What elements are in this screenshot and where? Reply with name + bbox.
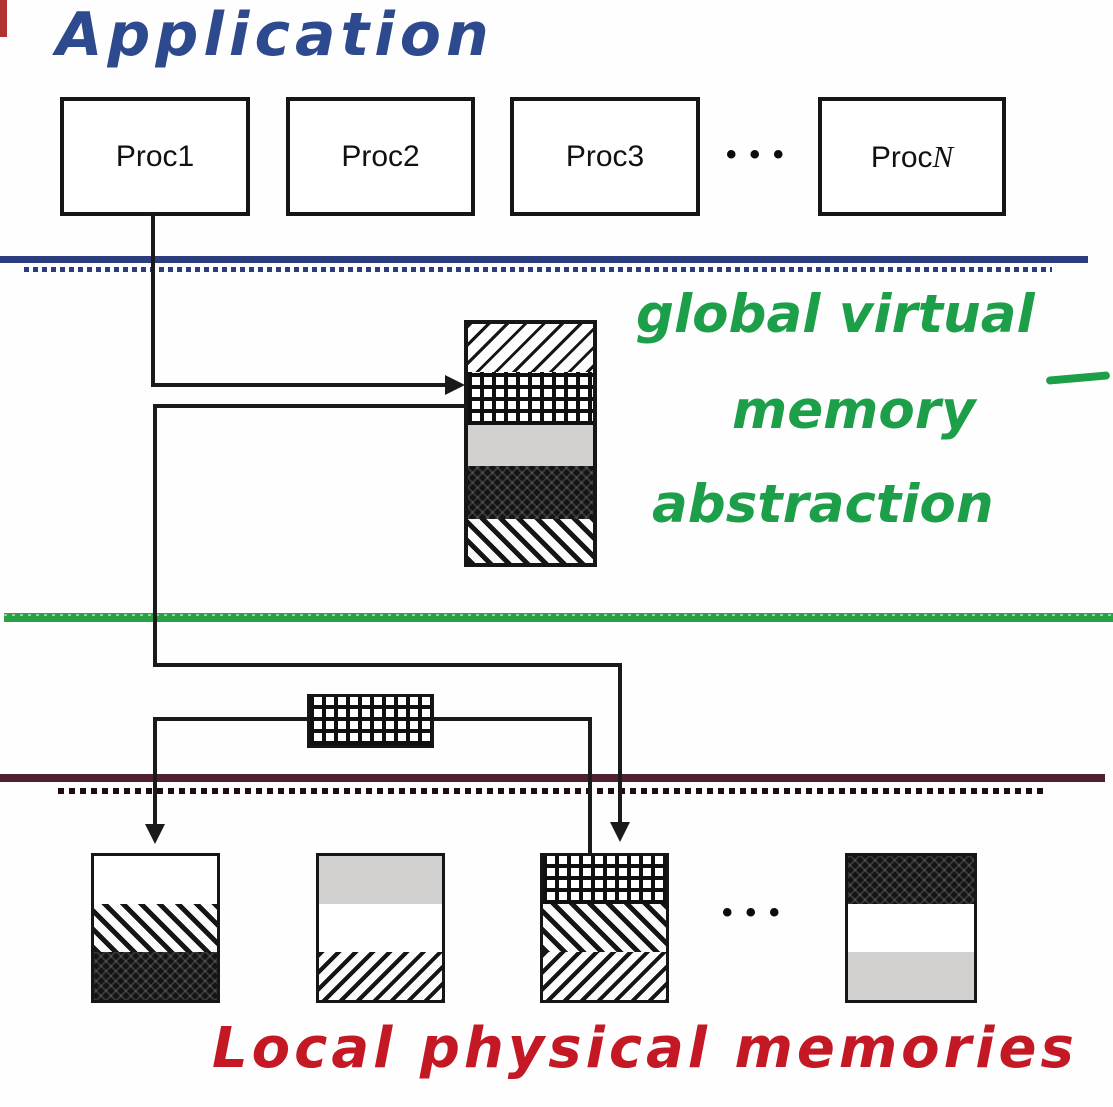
page-box-checker bbox=[307, 694, 434, 748]
global-virtual-label-line3: abstraction bbox=[652, 474, 994, 535]
proc3-box: Proc3 bbox=[510, 97, 700, 216]
global-virtual-label-line1: global virtual bbox=[636, 284, 1035, 345]
arrowhead-into-lm1 bbox=[145, 824, 165, 844]
lm2-segment-white bbox=[319, 904, 442, 952]
connector-proc1-to-gvm bbox=[151, 383, 447, 387]
proc3-label: Proc3 bbox=[565, 139, 645, 173]
lm3-segment-diagonal-back bbox=[543, 904, 666, 952]
gvm-segment-gray bbox=[468, 425, 593, 466]
physical-memory-boundary-line bbox=[0, 774, 1105, 782]
gvm-segment-checker bbox=[468, 372, 593, 425]
procN-box: ProcN bbox=[818, 97, 1006, 216]
lm2-segment-diagonal-forward bbox=[319, 952, 442, 1000]
physical-memory-boundary-dashed-line bbox=[58, 788, 1043, 794]
global-virtual-memory-stack bbox=[464, 320, 597, 567]
application-title: Application bbox=[56, 0, 494, 70]
procN-italic-n: N bbox=[932, 138, 954, 174]
arrowhead-into-lm3 bbox=[610, 822, 630, 842]
lm3-segment-diagonal-forward bbox=[543, 952, 666, 1000]
global-virtual-label-line2: memory bbox=[732, 380, 976, 441]
lm4-segment-dark-crosshatch bbox=[848, 856, 974, 904]
gvm-segment-diagonal-forward bbox=[468, 324, 593, 372]
lm2-segment-gray bbox=[319, 856, 442, 904]
connector-gvm-down bbox=[153, 404, 157, 667]
lm1-segment-dark-crosshatch bbox=[94, 952, 217, 1000]
local-memory-ellipsis-dots: ••• bbox=[722, 896, 793, 929]
procN-label: ProcN bbox=[870, 138, 954, 174]
arrowhead-into-gvm bbox=[445, 375, 465, 395]
proc2-label: Proc2 bbox=[341, 139, 420, 173]
connector-gvm-out bbox=[155, 404, 466, 408]
lm3-segment-checker bbox=[543, 856, 666, 904]
virtual-memory-boundary-line bbox=[4, 613, 1113, 622]
lm1-segment-white bbox=[94, 856, 217, 904]
green-underline-stroke bbox=[1045, 371, 1111, 385]
local-physical-memories-label: Local physical memories bbox=[212, 1016, 1078, 1081]
proc2-box: Proc2 bbox=[286, 97, 475, 216]
gvm-segment-diagonal-back bbox=[468, 519, 593, 563]
proc1-box: Proc1 bbox=[60, 97, 250, 216]
application-boundary-dotted-line bbox=[24, 267, 1052, 272]
proc1-label: Proc1 bbox=[115, 139, 195, 173]
lm4-segment-white bbox=[848, 904, 974, 952]
lm1-segment-diagonal-back bbox=[94, 904, 217, 952]
local-memory-1 bbox=[91, 853, 220, 1003]
local-memory-3 bbox=[540, 853, 669, 1003]
connector-page-to-lm3 bbox=[588, 717, 592, 854]
connector-proc1-stem bbox=[151, 214, 155, 387]
gvm-segment-dark-crosshatch bbox=[468, 466, 593, 519]
local-memory-2 bbox=[316, 853, 445, 1003]
red-corner-mark bbox=[0, 0, 7, 37]
lm4-segment-gray bbox=[848, 952, 974, 1000]
connector-page-to-lm1 bbox=[153, 717, 157, 826]
local-memory-4 bbox=[845, 853, 977, 1003]
connector-gvm-across bbox=[153, 663, 622, 667]
connector-gvm-to-lm3 bbox=[618, 663, 622, 824]
process-ellipsis-dots: ••• bbox=[726, 138, 797, 171]
application-boundary-line bbox=[0, 256, 1088, 263]
